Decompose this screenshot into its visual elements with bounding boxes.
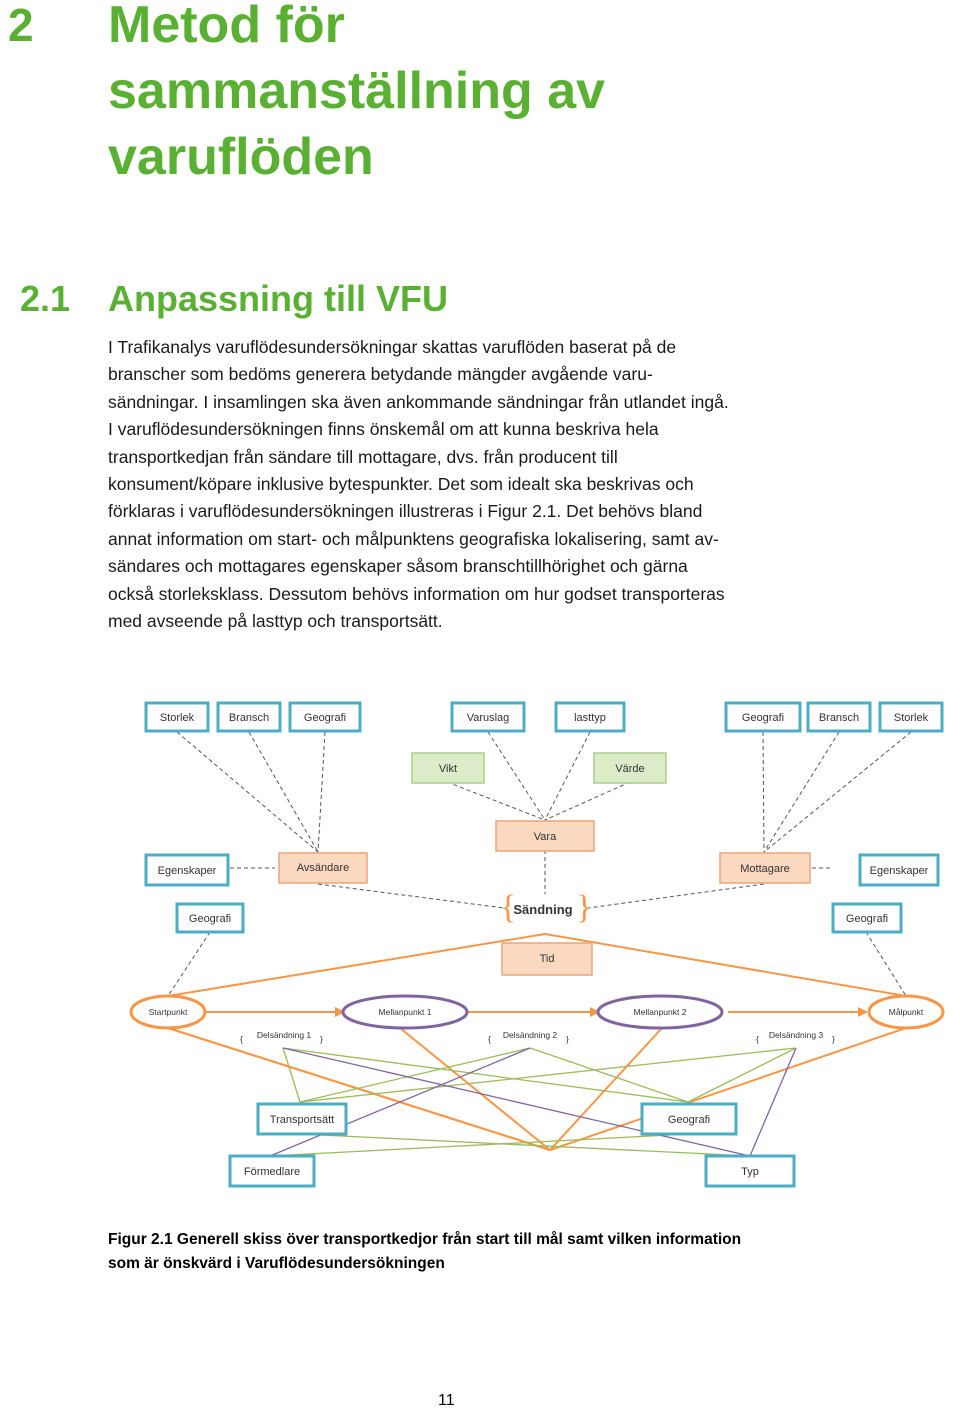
body-line: sändningar. I insamlingen ska även ankom… — [108, 391, 729, 412]
node-malpunkt: Målpunkt — [867, 994, 945, 1030]
chain-arrows — [167, 933, 907, 1151]
body-paragraph: I Trafikanalys varuflödesundersökningar … — [108, 334, 798, 635]
svg-text:Mottagare: Mottagare — [740, 863, 790, 875]
chapter-title-line-1: Metod för — [108, 0, 345, 54]
box-transportsatt: Transportsätt — [256, 1102, 348, 1136]
svg-text:Bransch: Bransch — [819, 712, 859, 724]
svg-text:Värde: Värde — [615, 763, 644, 775]
shipment-brace-right: } — [576, 889, 592, 926]
box-bransch-left: Bransch — [216, 701, 282, 733]
dashed-connectors — [167, 731, 912, 997]
box-geografi-top-left: Geografi — [288, 701, 362, 733]
node-mellanpunkt-1: Mellanpunkt 1 — [341, 994, 469, 1030]
svg-text:{: { — [240, 1034, 243, 1044]
svg-text:Storlek: Storlek — [894, 712, 929, 724]
segment-delsandning-3: { } Delsändning 3 — [756, 1030, 835, 1044]
box-tid: Tid — [501, 942, 593, 976]
transport-chain-diagram: Storlek Bransch Geografi Varuslag lastty… — [129, 701, 945, 1188]
svg-text:Geografi: Geografi — [304, 712, 346, 724]
svg-text:Egenskaper: Egenskaper — [870, 865, 929, 877]
section-heading: 2.1 Anpassning till VFU — [20, 278, 448, 320]
box-formedlare: Förmedlare — [228, 1154, 316, 1188]
arrow-heads — [335, 1007, 868, 1017]
svg-text:Vara: Vara — [534, 831, 557, 843]
svg-text:}: } — [320, 1034, 323, 1044]
body-line: konsument/köpare inklusive bytespunkter.… — [108, 474, 694, 495]
node-mellanpunkt-2: Mellanpunkt 2 — [596, 994, 724, 1030]
body-line: annat information om start- och målpunkt… — [108, 528, 719, 549]
svg-text:Mellanpunkt 2: Mellanpunkt 2 — [634, 1007, 687, 1017]
box-egenskaper-left: Egenskaper — [144, 853, 230, 887]
box-varuslag: Varuslag — [450, 701, 526, 733]
caption-line: som är önskvärd i Varuflödesundersökning… — [108, 1255, 445, 1272]
segment-delsandning-2: { } Delsändning 2 — [488, 1030, 569, 1044]
box-geografi-top-right: Geografi — [724, 701, 802, 733]
box-typ: Typ — [704, 1154, 796, 1188]
svg-text:Egenskaper: Egenskaper — [158, 865, 217, 877]
svg-text:{: { — [756, 1034, 759, 1044]
svg-text:Sändning: Sändning — [513, 902, 572, 917]
svg-text:Typ: Typ — [741, 1166, 759, 1178]
svg-text:Delsändning 2: Delsändning 2 — [503, 1030, 558, 1040]
chapter-title-line-3: varuflöden — [108, 128, 374, 186]
svg-text:Delsändning 3: Delsändning 3 — [769, 1030, 824, 1040]
chapter-number: 2 — [8, 0, 34, 51]
section-number: 2.1 — [20, 278, 71, 319]
box-bransch-right: Bransch — [806, 701, 872, 733]
body-line: sändares och mottagares egenskaper såsom… — [108, 556, 688, 577]
segment-connectors — [269, 1047, 797, 1157]
svg-text:Geografi: Geografi — [742, 712, 784, 724]
node-startpunkt: Startpunkt — [129, 994, 207, 1030]
svg-text:Tid: Tid — [540, 953, 555, 965]
svg-text:Bransch: Bransch — [229, 712, 269, 724]
figure-caption: Figur 2.1 Generell skiss över transportk… — [108, 1228, 808, 1276]
svg-text:Geografi: Geografi — [846, 913, 888, 925]
body-line: transportkedjan från sändare till mottag… — [108, 446, 618, 467]
svg-text:lasttyp: lasttyp — [574, 712, 606, 724]
svg-text:Förmedlare: Förmedlare — [244, 1166, 300, 1178]
box-vara: Vara — [495, 820, 595, 852]
body-line: med avseende på lasttyp och transportsät… — [108, 611, 443, 632]
svg-text:{: { — [488, 1034, 491, 1044]
svg-text:Mellanpunkt 1: Mellanpunkt 1 — [379, 1007, 432, 1017]
body-line: I Trafikanalys varuflödesundersökningar … — [108, 337, 677, 357]
svg-text:Delsändning 1: Delsändning 1 — [257, 1030, 312, 1040]
caption-line: Figur 2.1 Generell skiss över transportk… — [108, 1231, 742, 1248]
box-storlek-right: Storlek — [878, 701, 944, 733]
box-geografi-mid-right: Geografi — [831, 902, 903, 934]
svg-text:Vikt: Vikt — [439, 763, 457, 775]
body-line: förklaras i varuflödesundersökningen ill… — [108, 501, 703, 522]
body-line: också storleksklass. Dessutom behövs inf… — [108, 583, 725, 604]
box-geografi-bottom: Geografi — [640, 1102, 738, 1136]
body-line: branscher som bedöms generera betydande … — [108, 364, 653, 385]
box-egenskaper-right: Egenskaper — [858, 853, 940, 887]
segment-delsandning-1: { } Delsändning 1 — [240, 1030, 323, 1044]
svg-text:Målpunkt: Målpunkt — [889, 1007, 924, 1017]
shipment-label: { } Sändning — [500, 889, 592, 926]
svg-text:Transportsätt: Transportsätt — [270, 1114, 334, 1126]
svg-text:}: } — [566, 1034, 569, 1044]
svg-text:Varuslag: Varuslag — [467, 712, 510, 724]
box-vikt: Vikt — [411, 752, 485, 784]
svg-text:Storlek: Storlek — [160, 712, 195, 724]
chapter-title: Metod för sammanställning av varuflöden — [108, 0, 868, 190]
svg-text:}: } — [832, 1034, 835, 1044]
box-geografi-mid-left: Geografi — [175, 902, 245, 934]
box-mottagare: Mottagare — [719, 852, 811, 884]
page-number: 11 — [438, 1392, 455, 1409]
box-avsandare: Avsändare — [278, 852, 368, 884]
body-line: I varuflödesundersökningen finns önskemå… — [108, 419, 659, 440]
purple-connectors — [269, 1047, 797, 1157]
svg-text:Avsändare: Avsändare — [297, 862, 349, 874]
svg-text:Startpunkt: Startpunkt — [149, 1007, 188, 1017]
svg-text:Geografi: Geografi — [668, 1114, 710, 1126]
box-storlek-left: Storlek — [144, 701, 210, 733]
svg-text:Geografi: Geografi — [189, 913, 231, 925]
shipment-brace-left: { — [500, 889, 516, 926]
chapter-title-line-2: sammanställning av — [108, 62, 606, 120]
box-varde: Värde — [593, 752, 667, 784]
section-title: Anpassning till VFU — [108, 278, 449, 319]
box-lasttyp: lasttyp — [554, 701, 626, 733]
